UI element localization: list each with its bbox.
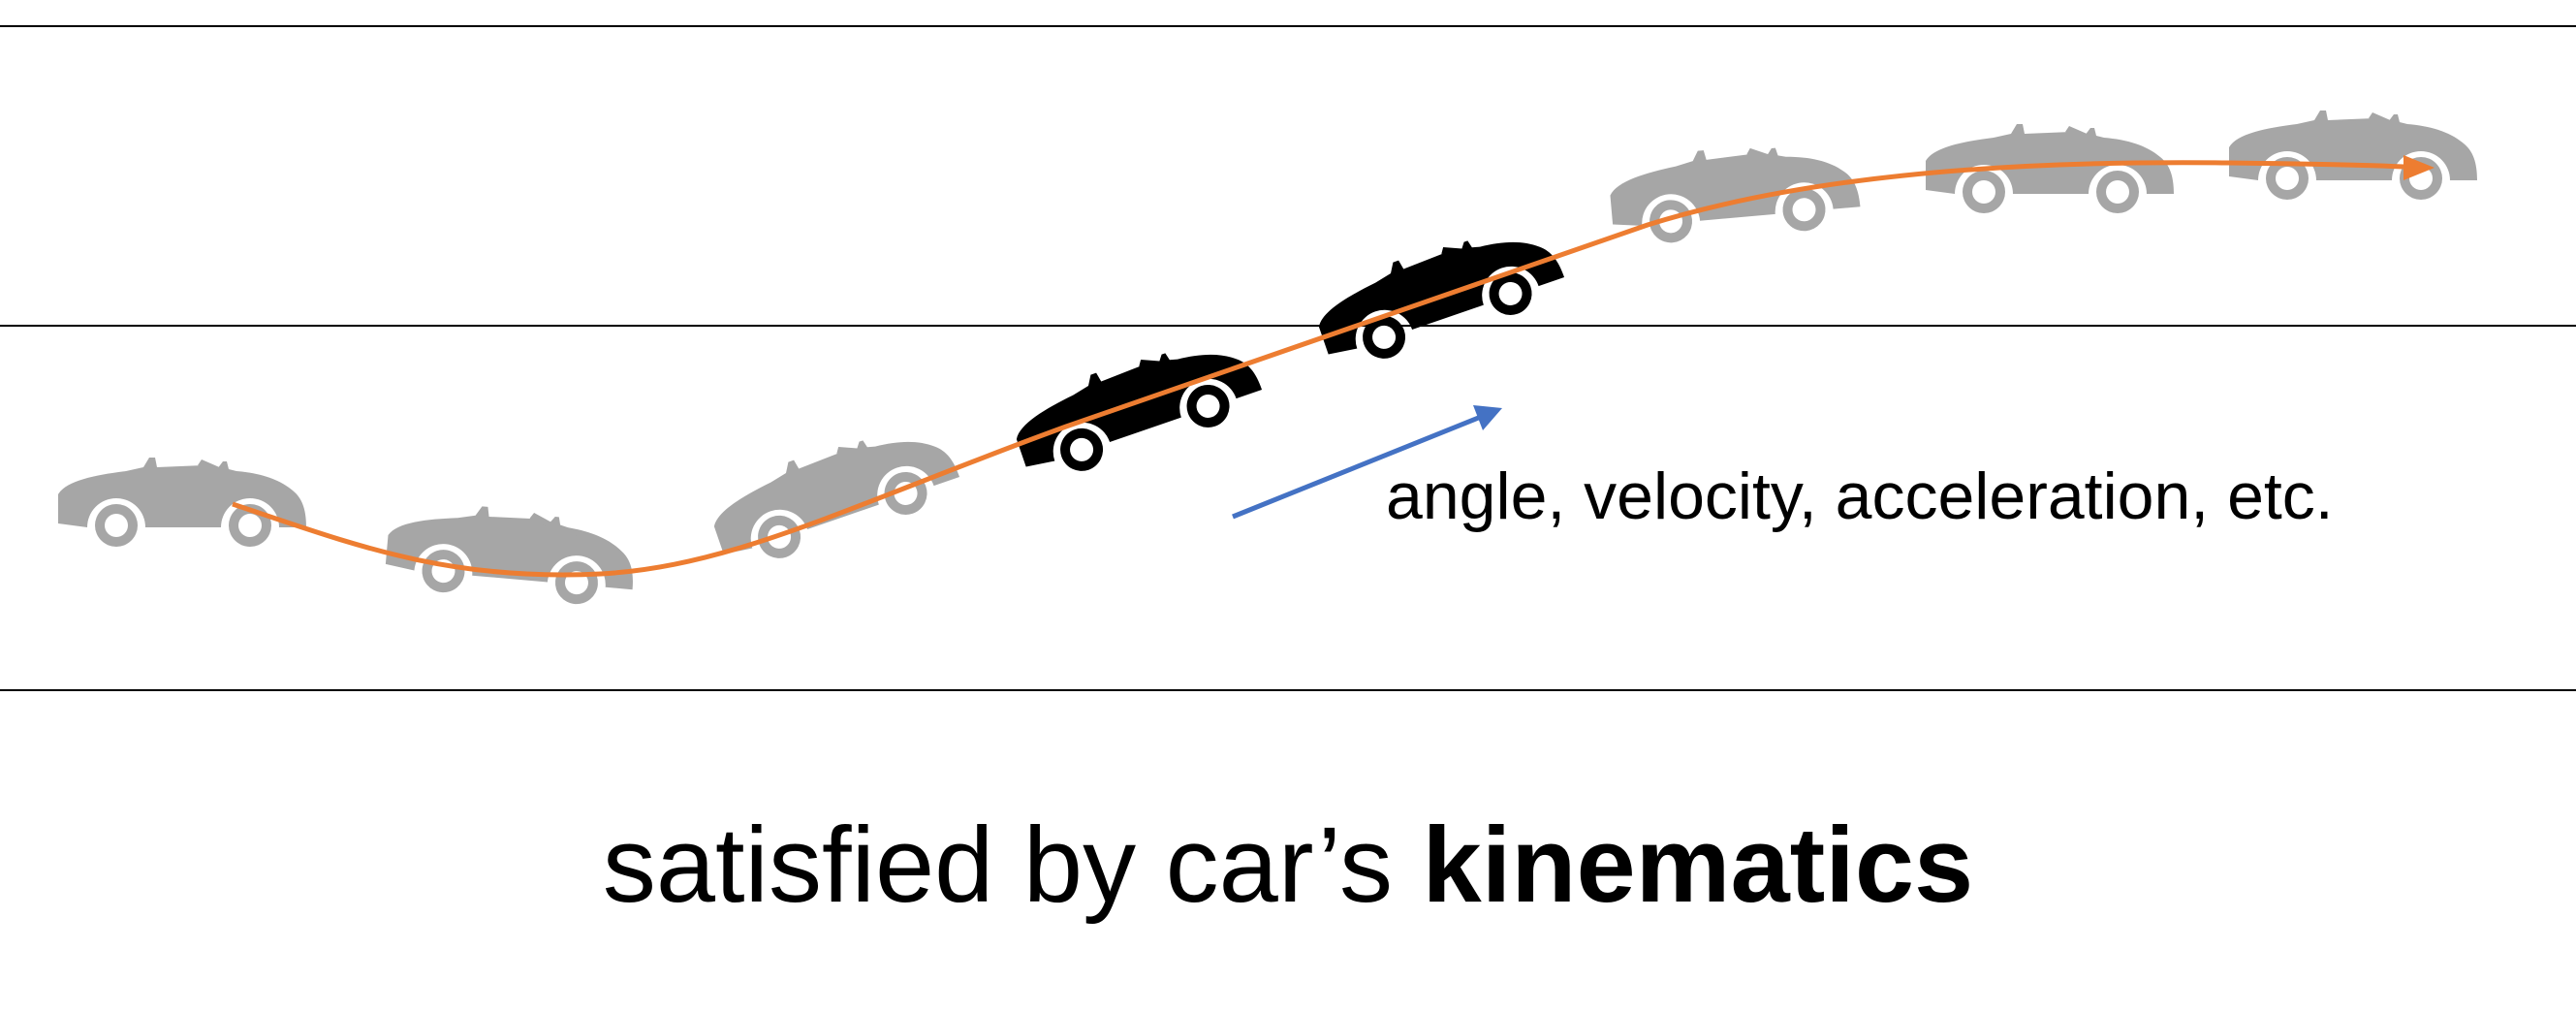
car-icon: [58, 458, 306, 547]
caption-prefix: satisfied by car’s: [602, 806, 1423, 925]
car-icon: [1607, 137, 1863, 248]
trajectory-arrowhead: [2403, 155, 2435, 180]
car-icon-highlighted: [1004, 323, 1269, 490]
car-icon: [1926, 124, 2174, 213]
direction-arrow: [1232, 414, 1482, 520]
direction-arrowhead: [1473, 405, 1502, 430]
caption: satisfied by car’s kinematics: [0, 812, 2576, 919]
car-icon: [702, 410, 966, 577]
trajectory-curve: [232, 160, 2404, 578]
kinematics-annotation: angle, velocity, acceleration, etc.: [1386, 459, 2334, 533]
car-icon: [383, 498, 639, 610]
car-icon-highlighted: [1306, 210, 1571, 377]
caption-emphasis: kinematics: [1422, 806, 1974, 925]
car-icon: [2229, 111, 2477, 200]
